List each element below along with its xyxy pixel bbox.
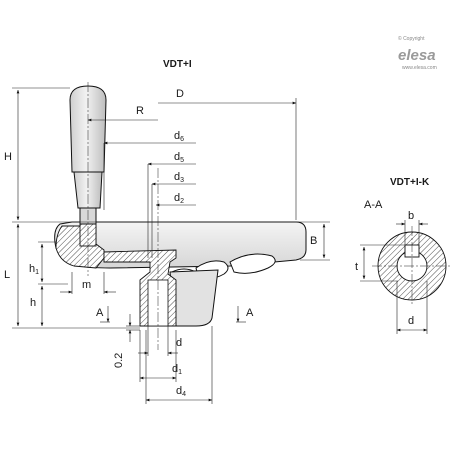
dim-h1-label: h1 [29, 263, 39, 276]
cut-mark-left: A [96, 307, 104, 319]
brand-url: www.elesa.com [402, 65, 437, 71]
dim-d1-label: d1 [172, 363, 182, 376]
main-view-title: VDT+I [163, 59, 192, 70]
dim-d3-label: d3 [174, 171, 184, 184]
cut-mark-right: A [246, 307, 254, 319]
dim-d5-label: d5 [174, 151, 184, 164]
dim-b-label: b [408, 210, 414, 222]
dim-D-label: D [176, 88, 184, 100]
dim-gap-label: 0.2 [113, 353, 125, 368]
dim-t-label: t [355, 261, 358, 273]
section-view-AA [372, 226, 452, 306]
copyright-text: © Copyright [398, 35, 425, 42]
dim-d6-label: d6 [174, 130, 184, 143]
section-label: A-A [364, 199, 383, 211]
dim-m-label: m [82, 279, 91, 291]
dim-h-label: h [30, 297, 36, 309]
dim-d2-label: d2 [174, 192, 184, 205]
dim-detail-d-label: d [408, 315, 414, 327]
brand-name: elesa [398, 47, 436, 64]
dim-L-label: L [4, 269, 10, 281]
dim-d4-label: d4 [176, 385, 186, 398]
dim-H-label: H [4, 151, 12, 163]
dim-d-label: d [176, 337, 182, 349]
dim-B-label: B [310, 235, 317, 247]
detail-view-title: VDT+I-K [390, 177, 430, 188]
dim-R-label: R [136, 105, 144, 117]
brand-logo: © Copyright elesa www.elesa.com [398, 35, 437, 71]
